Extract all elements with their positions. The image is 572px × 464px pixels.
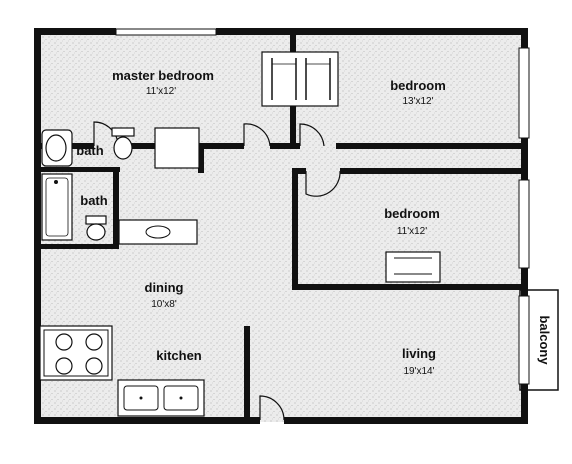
closet-bedroom-2 <box>385 251 441 283</box>
bedroom-1-label: bedroom <box>390 78 446 93</box>
kitchen-fixtures <box>39 325 205 417</box>
bedroom-2-label: bedroom <box>384 206 440 221</box>
master-bedroom-label: master bedroom <box>112 68 214 83</box>
balcony-label: balcony <box>537 315 552 365</box>
kitchen-label: kitchen <box>156 348 202 363</box>
bath-2-fixtures <box>41 173 198 245</box>
bedroom-1-dims: 13'x12' <box>402 96 433 107</box>
bath-1-fixtures <box>41 127 200 169</box>
dining-label: dining <box>145 280 184 295</box>
closet-master <box>261 51 339 107</box>
bedroom-2-dims: 11'x12' <box>397 226 427 237</box>
bath-1-label: bath <box>76 143 104 158</box>
living-dims: 19'x14' <box>403 366 434 377</box>
master-bedroom-dims: 11'x12' <box>146 86 176 97</box>
windows <box>115 28 530 385</box>
living-label: living <box>402 346 436 361</box>
bath-2-label: bath <box>80 193 108 208</box>
dining-dims: 10'x8' <box>151 299 177 310</box>
